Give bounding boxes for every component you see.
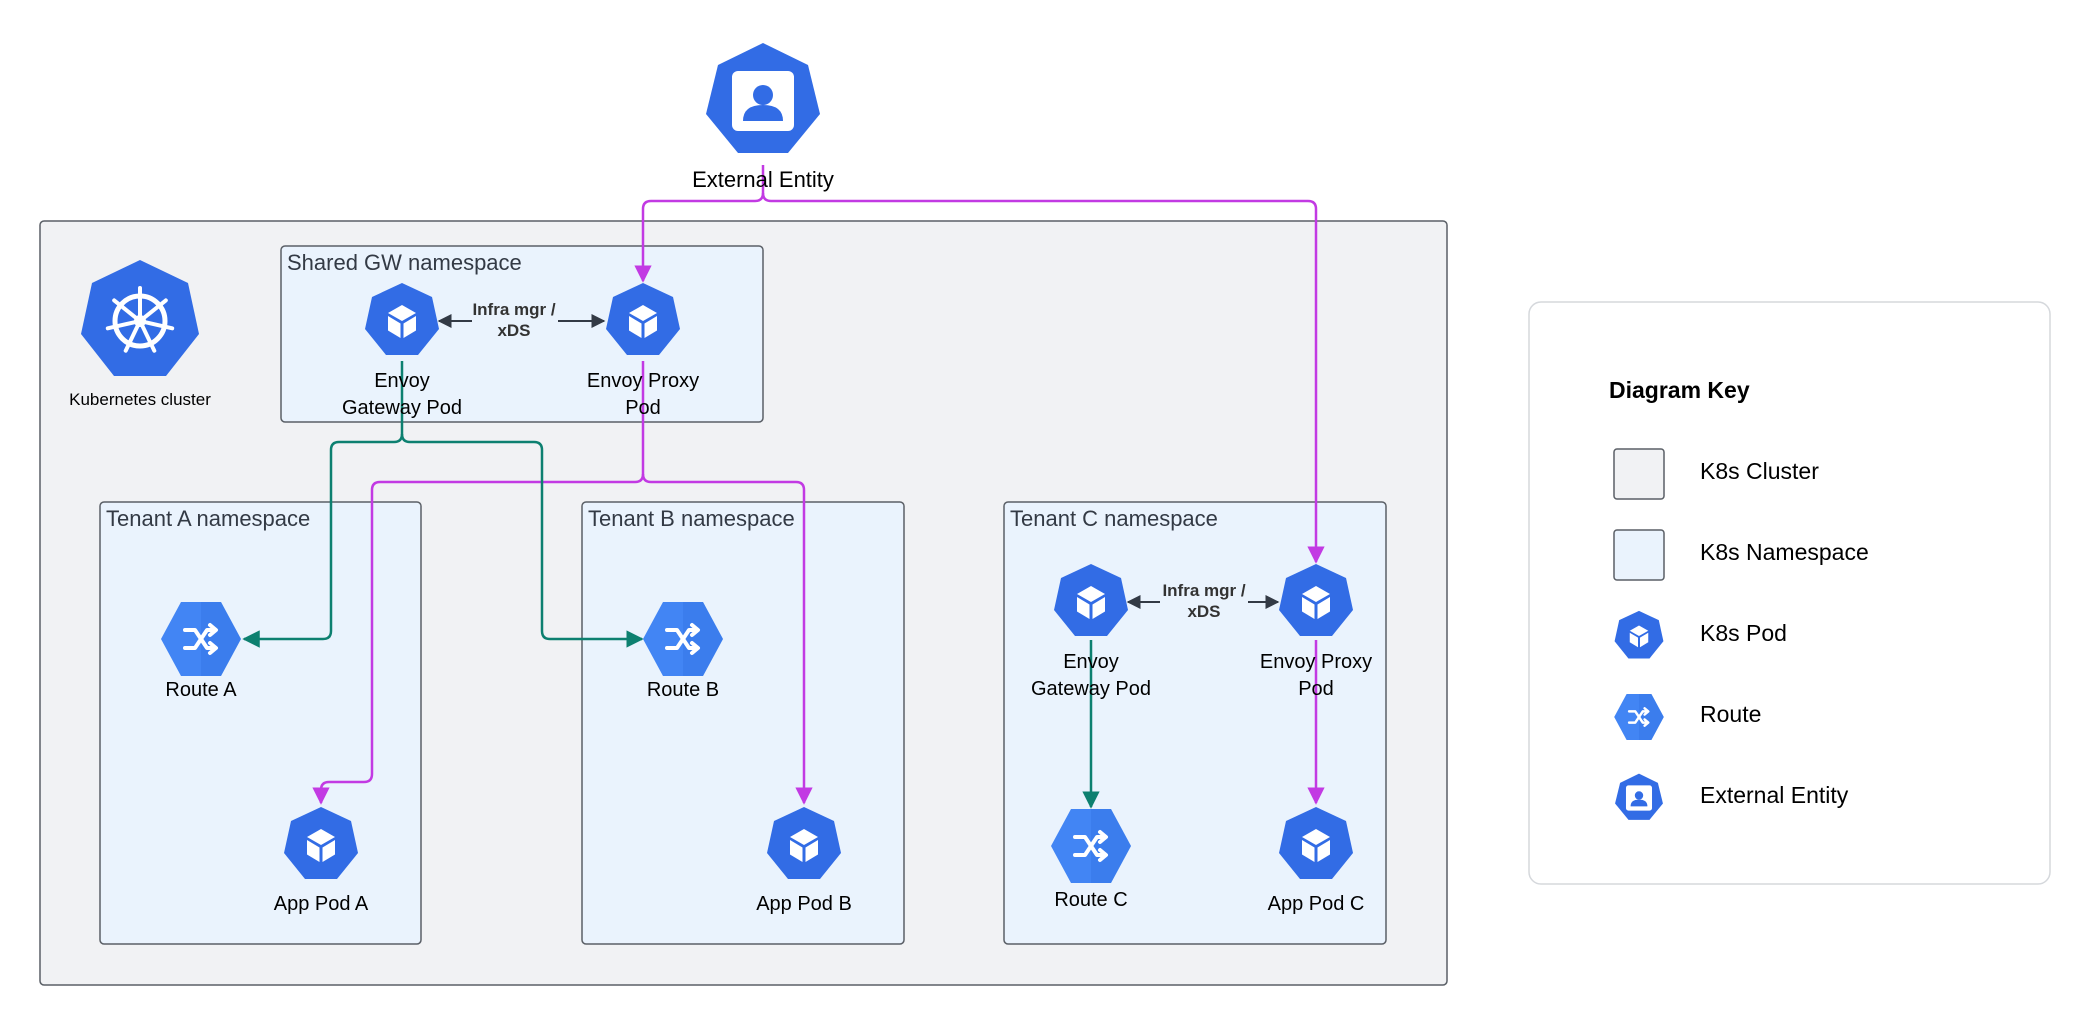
person-badge-icon (706, 43, 820, 153)
app-pod-b-label: App Pod B (756, 893, 852, 915)
key-item-external-entity-label: External Entity (1700, 782, 1849, 808)
tenant-b-namespace-box (582, 502, 904, 944)
route-c-node: Route C (1051, 809, 1131, 911)
c-proxy-pod-label-line1: Envoy Proxy (1260, 651, 1372, 673)
key-item-route-label: Route (1700, 701, 1761, 727)
tenant-c-namespace-title: Tenant C namespace (1010, 506, 1218, 531)
route-a-label: Route A (165, 679, 237, 701)
cluster-swatch (1614, 449, 1664, 499)
route-c-label: Route C (1054, 889, 1127, 911)
diagram-key: Diagram Key K8s Cluster K8s Namespace K8… (1529, 302, 2050, 884)
shared-gw-namespace-title: Shared GW namespace (287, 250, 522, 275)
c-gateway-pod-label-line2: Gateway Pod (1031, 678, 1151, 700)
tenant-b-namespace-title: Tenant B namespace (588, 506, 795, 531)
app-pod-a-label: App Pod A (274, 893, 369, 915)
namespace-swatch (1614, 530, 1664, 580)
external-entity-node: External Entity (692, 43, 834, 192)
cluster-label: Kubernetes cluster (69, 390, 211, 409)
route-b-label: Route B (647, 679, 719, 701)
c-proxy-pod-label-line2: Pod (1298, 678, 1334, 700)
route-a-node: Route A (161, 602, 241, 701)
shared-gateway-pod-label-line1: Envoy (374, 370, 430, 392)
app-pod-c-label: App Pod C (1268, 893, 1365, 915)
key-item-pod-label: K8s Pod (1700, 620, 1787, 646)
c-xds-label-line1: Infra mgr / (1162, 581, 1245, 600)
route-b-node: Route B (643, 602, 723, 701)
shared-gateway-pod-label-line2: Gateway Pod (342, 397, 462, 419)
shared-proxy-pod-label-line2: Pod (625, 397, 661, 419)
shared-xds-label-line2: xDS (497, 321, 530, 340)
shared-xds-label-line1: Infra mgr / (472, 300, 555, 319)
c-gateway-pod-label-line1: Envoy (1063, 651, 1119, 673)
key-item-cluster-label: K8s Cluster (1700, 458, 1819, 484)
c-xds-label-line2: xDS (1187, 602, 1220, 621)
diagram-key-title: Diagram Key (1609, 377, 1750, 403)
shared-proxy-pod-label-line1: Envoy Proxy (587, 370, 699, 392)
tenant-a-namespace-title: Tenant A namespace (106, 506, 310, 531)
key-item-namespace-label: K8s Namespace (1700, 539, 1869, 565)
external-entity-label: External Entity (692, 167, 834, 192)
